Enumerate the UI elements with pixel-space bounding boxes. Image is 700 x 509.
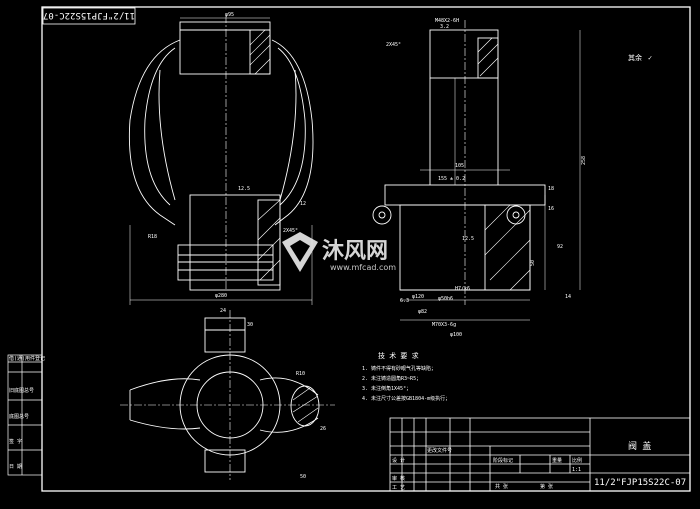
title-row-label: 设 计: [392, 457, 405, 464]
section-dim-chamfer: 2X45°: [386, 42, 401, 48]
top-dim-b: 30: [247, 322, 253, 328]
title-scale-label: 比例: [572, 457, 582, 464]
section-view: [372, 20, 581, 321]
top-dim-e: 50: [300, 474, 306, 480]
svg-text:沐风网: 沐风网: [322, 239, 388, 264]
tech-req-item: 1. 铸件不得有砂眼气孔等缺陷；: [362, 365, 436, 372]
left-side-table: [7, 354, 43, 476]
title-block: [389, 417, 691, 492]
left-table-row: 借(通)用件登记: [9, 355, 45, 362]
svg-text:www.mfcad.com: www.mfcad.com: [330, 263, 396, 272]
part-name: 阀 盖: [628, 440, 651, 452]
front-dim-top: φ95: [225, 12, 234, 18]
section-dim-h1: H7/k6: [455, 286, 470, 292]
left-table-row: 底图总号: [9, 413, 29, 420]
section-dim-bore: φ120: [412, 294, 424, 300]
front-dim-chamfer: 2X45°: [283, 228, 298, 234]
section-dim-d82: φ82: [418, 309, 427, 315]
tech-req-title: 技 术 要 求: [378, 351, 419, 360]
top-dim-c: R10: [296, 371, 305, 377]
sheet-no: 第 张: [540, 483, 553, 490]
left-table-row: 签 字: [9, 438, 22, 445]
sheet-border: [41, 6, 691, 492]
title-col-header: 更改文件号: [427, 447, 452, 454]
tech-req-item: 2. 未注铸造圆角R3~R5；: [362, 375, 421, 382]
tech-req-item: 4. 未注尺寸公差按GB1804-m级执行；: [362, 395, 450, 402]
drawing-scale: 1:1: [572, 467, 581, 473]
left-table-row: 旧底图总号: [9, 387, 34, 394]
section-roughness-b: 12.5: [462, 236, 474, 242]
general-roughness-symbol: ✓: [648, 54, 652, 62]
sheet-count: 共 张: [495, 483, 508, 490]
tech-req-item: 3. 未注倒角1X45°；: [362, 385, 411, 392]
section-dim-18: 18: [548, 186, 554, 192]
front-view: [128, 15, 314, 305]
front-roughness: 12.5: [238, 186, 250, 192]
top-view: [120, 310, 335, 480]
front-dim-left: R18: [148, 234, 157, 240]
front-dim-right: 12: [300, 201, 306, 207]
title-row-label: 审 核: [392, 475, 405, 482]
drawing-code-top: 11/2"FJP15S22C-07: [43, 10, 135, 20]
section-dim-155: 155 ± 0.2: [438, 176, 465, 182]
section-dim-d50: φ50h6: [438, 296, 453, 302]
drawing-code-block-top: 11/2"FJP15S22C-07: [42, 7, 136, 25]
section-dim-92: 92: [557, 244, 563, 250]
section-dim-105: 105: [455, 163, 464, 169]
section-dim-height: 258: [581, 156, 587, 165]
section-dim-16: 16: [548, 206, 554, 212]
top-dim-a: 24: [220, 308, 226, 314]
section-dim-100: φ100: [450, 332, 462, 338]
title-weight-label: 重量: [552, 457, 562, 464]
title-row-label: 工 艺: [392, 485, 405, 491]
left-table-row: 日 期: [9, 464, 22, 470]
section-dim-thread2: M70X3-6g: [432, 322, 456, 328]
tech-requirements: 技 术 要 求 1. 铸件不得有砂眼气孔等缺陷； 2. 未注铸造圆角R3~R5；…: [362, 351, 450, 402]
section-dim-14: 14: [565, 294, 571, 300]
section-dim-thread: M48X2-6H: [435, 18, 459, 24]
front-dim-bottom: φ280: [215, 293, 227, 299]
section-roughness-a: 3.2: [440, 24, 449, 30]
drawing-code-bottom: 11/2"FJP15S22C-07: [594, 478, 686, 488]
section-roughness-c: 6.3: [400, 298, 409, 304]
watermark-logo: 沐风网 www.mfcad.com: [282, 232, 396, 272]
title-stage-label: 阶段标记: [493, 457, 513, 464]
top-dim-d: 26: [320, 426, 326, 432]
section-dim-50: 50: [530, 260, 536, 266]
general-roughness-label: 其余: [628, 53, 642, 62]
